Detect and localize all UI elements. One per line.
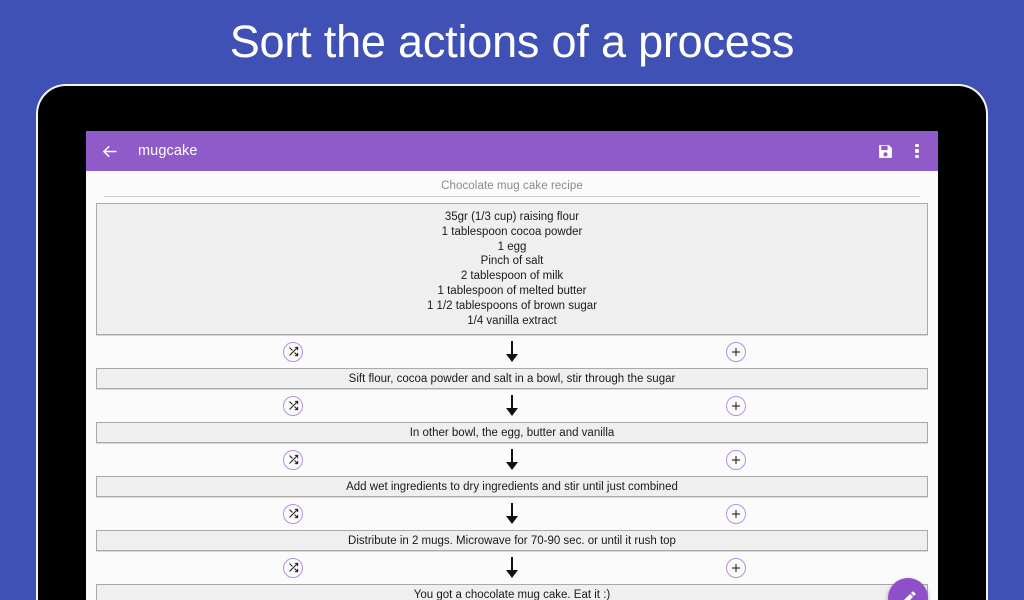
tablet-screen: mugcake Chocolate mug cake recipe 35gr (… [86,131,938,600]
step-text: Distribute in 2 mugs. Microwave for 70-9… [348,534,676,547]
step-text: You got a chocolate mug cake. Eat it :) [413,588,611,600]
plus-icon[interactable] [726,503,746,524]
shuffle-icon[interactable] [283,557,303,578]
connector-row [96,389,928,422]
plus-icon[interactable] [726,341,746,362]
tablet-device-frame: mugcake Chocolate mug cake recipe 35gr (… [36,84,988,600]
ingredient-line: 35gr (1/3 cup) raising flour [444,211,580,223]
connector-row [96,443,928,476]
shuffle-icon[interactable] [283,449,303,470]
shuffle-icon[interactable] [283,341,303,362]
plus-icon[interactable] [726,395,746,416]
save-icon[interactable] [870,136,900,166]
arrow-down-icon [504,502,520,525]
document-title: Chocolate mug cake recipe [441,180,583,192]
step-row[interactable]: You got a chocolate mug cake. Eat it :) [96,584,928,600]
step-text: Add wet ingredients to dry ingredients a… [346,480,678,493]
recipe-document: Chocolate mug cake recipe 35gr (1/3 cup)… [86,171,938,600]
edit-fab[interactable] [888,578,928,600]
ingredient-line: 2 tablespoon of milk [460,270,564,283]
step-text: In other bowl, the egg, butter and vanil… [409,426,615,439]
app-bar-title: mugcake [138,143,198,159]
connector-row [96,497,928,530]
connector-row [96,335,928,368]
plus-icon[interactable] [726,557,746,578]
arrow-down-icon [504,340,520,363]
step-text: Sift flour, cocoa powder and salt in a b… [348,372,676,385]
ingredient-line: 1 tablespoon of melted butter [437,284,587,297]
app-bar: mugcake [86,131,938,171]
ingredient-line: 1 1/2 tablespoons of brown sugar [426,299,598,312]
more-vert-icon[interactable] [908,140,926,162]
step-row[interactable]: Sift flour, cocoa powder and salt in a b… [96,368,928,390]
step-row[interactable]: In other bowl, the egg, butter and vanil… [96,422,928,444]
shuffle-icon[interactable] [283,503,303,524]
step-row[interactable]: Add wet ingredients to dry ingredients a… [96,476,928,498]
ingredients-panel[interactable]: 35gr (1/3 cup) raising flour 1 tablespoo… [96,203,928,336]
arrow-down-icon [504,394,520,417]
arrow-down-icon [504,556,520,579]
arrow-left-icon[interactable] [94,136,124,166]
step-row[interactable]: Distribute in 2 mugs. Microwave for 70-9… [96,530,928,552]
plus-icon[interactable] [726,449,746,470]
connector-row [96,551,928,584]
arrow-down-icon [504,448,520,471]
ingredient-line: 1 egg [497,240,527,253]
app-bar-actions [870,136,926,166]
ingredient-line: 1/4 vanilla extract [467,314,557,327]
ingredient-line: 1 tablespoon cocoa powder [441,225,583,238]
promo-headline: Sort the actions of a process [229,16,795,67]
shuffle-icon[interactable] [283,395,303,416]
pencil-icon [903,590,916,600]
ingredient-line: Pinch of salt [480,255,544,268]
title-divider [104,196,920,197]
